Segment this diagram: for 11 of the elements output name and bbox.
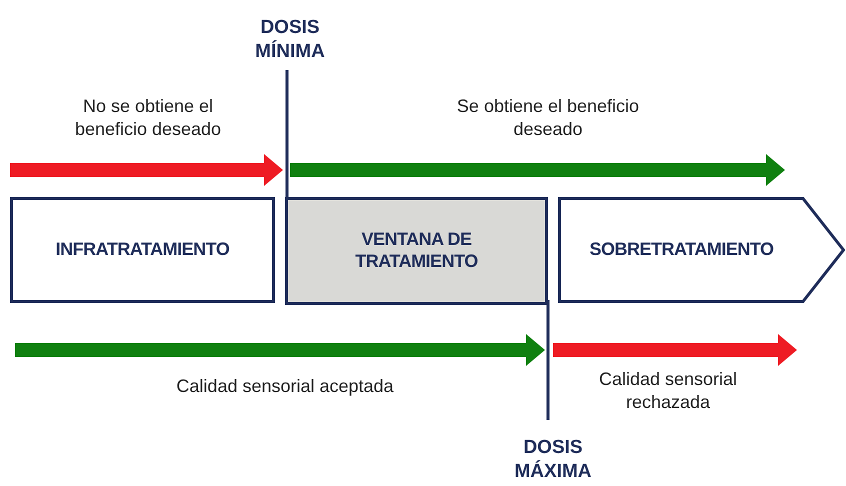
box-label: INFRATRATAMIENTO — [56, 239, 230, 261]
dose-label: DOSIS MÍNIMA — [254, 16, 326, 64]
box-label: SOBRETRATAMIENTO — [590, 239, 774, 261]
process-box — [285, 197, 548, 305]
annotation-text: No se obtiene el beneficio deseado — [74, 95, 222, 142]
annotation-text: Calidad sensorial aceptada — [175, 375, 395, 398]
box-label: VENTANA DE TRATAMIENTO — [354, 229, 479, 273]
annotation-text: Calidad sensorial rechazada — [598, 368, 738, 414]
dose-label: DOSIS MÁXIMA — [513, 436, 593, 484]
process-box — [10, 197, 275, 303]
annotation-text: Se obtiene el beneficio deseado — [456, 95, 640, 142]
